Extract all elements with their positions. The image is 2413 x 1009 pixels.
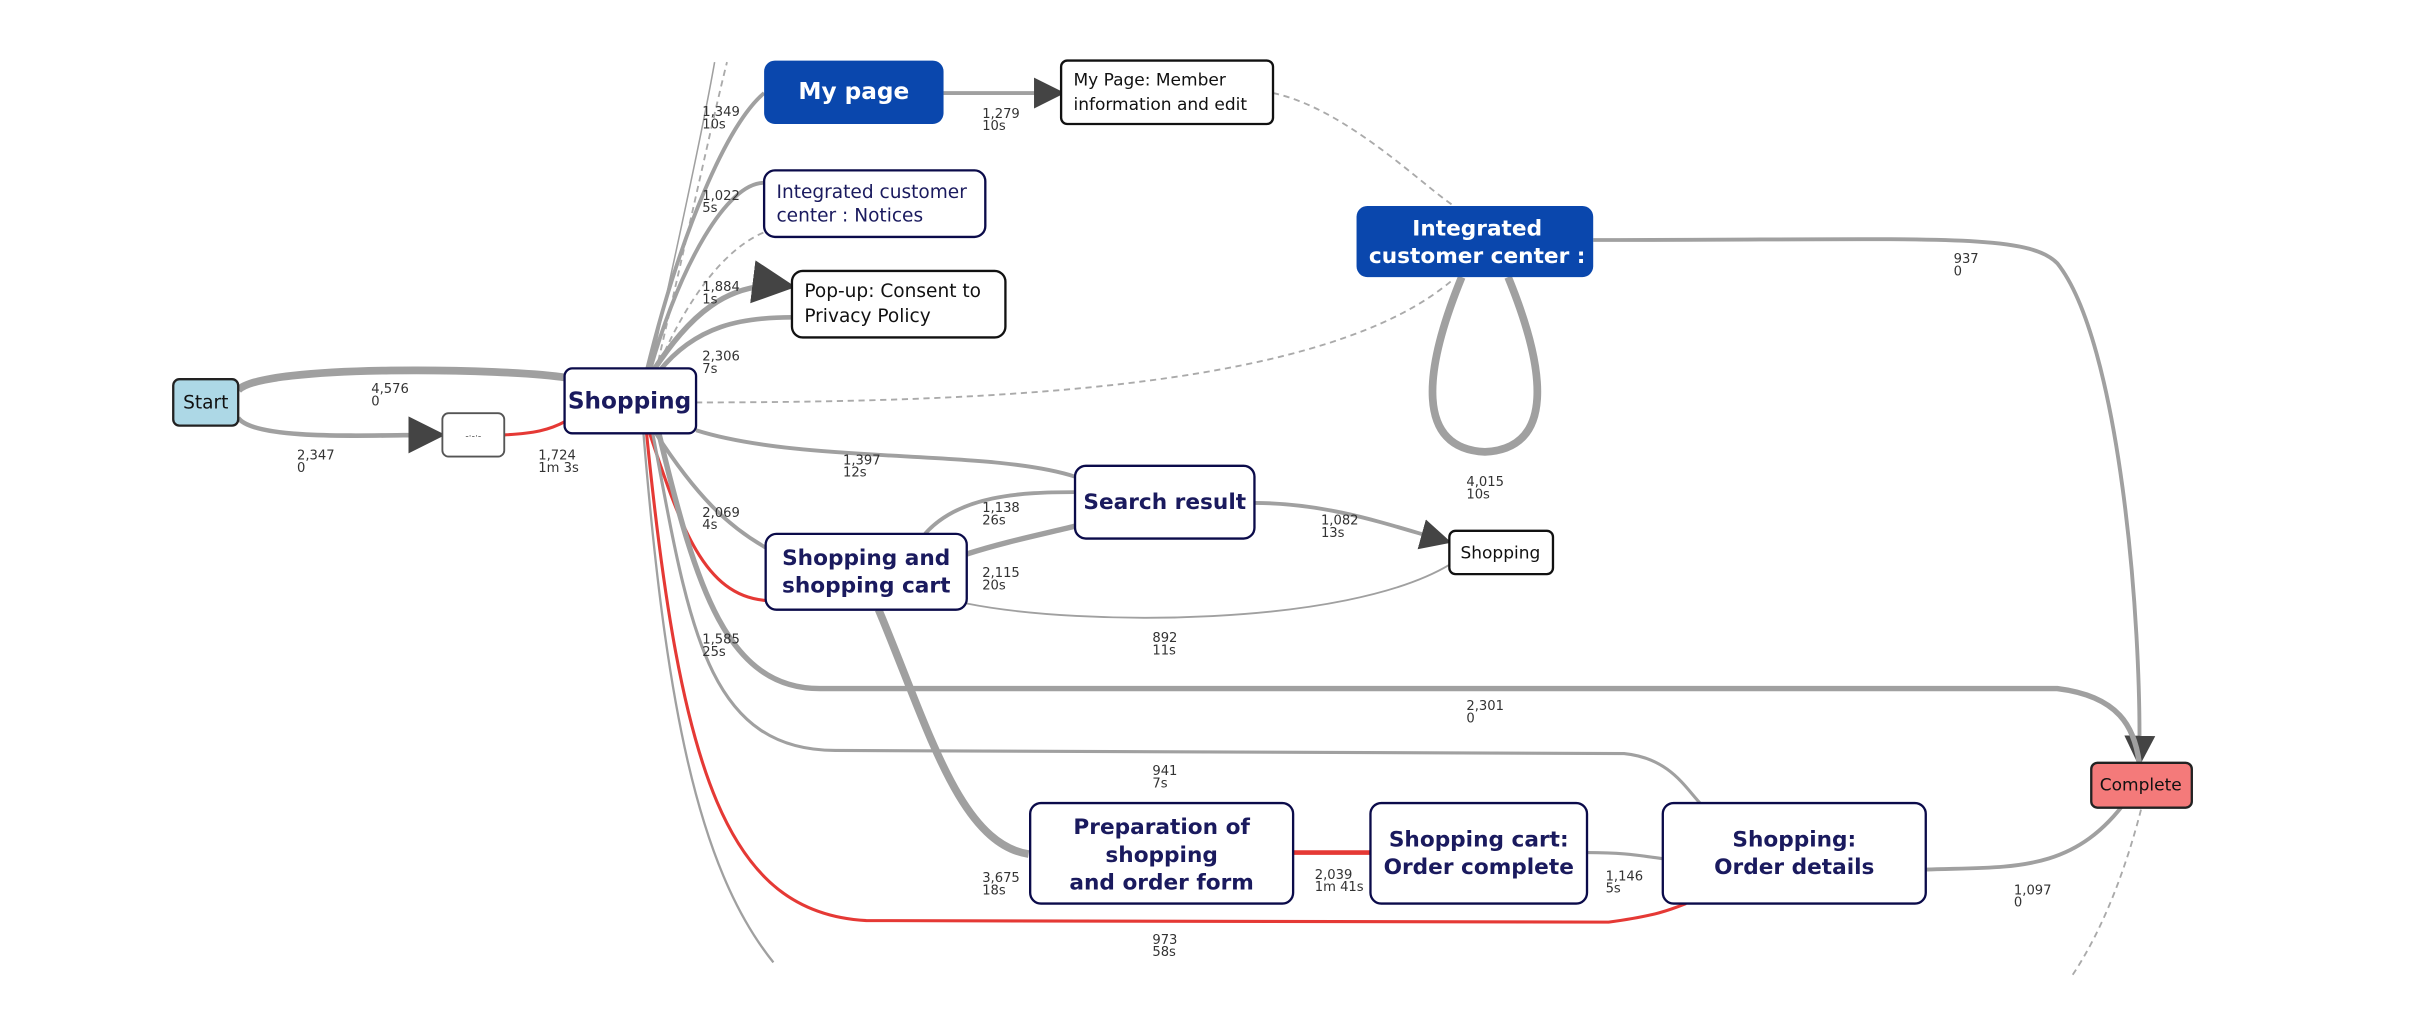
edge-dashed-top[interactable] xyxy=(654,61,728,372)
node-my-page[interactable]: My page xyxy=(764,60,944,124)
edge-cart-shopping2[interactable] xyxy=(966,564,1450,619)
edge-start-shopping[interactable] xyxy=(235,366,567,394)
svg-text:Shopping: Shopping xyxy=(1460,544,1540,564)
svg-text:-·-·-: -·-·- xyxy=(465,432,481,443)
edge-shopping-cart-critical[interactable] xyxy=(648,432,766,602)
svg-text:Complete: Complete xyxy=(2100,776,2182,796)
node-complete[interactable]: Complete xyxy=(2090,761,2193,809)
edge-member-icc[interactable] xyxy=(1272,92,1455,207)
edge-shopping-icc[interactable] xyxy=(696,277,1455,404)
edge-icc-complete[interactable] xyxy=(1593,237,2156,767)
node-hidden[interactable]: -·-·- xyxy=(441,412,506,458)
node-shopping-secondary[interactable]: Shopping xyxy=(1448,529,1555,576)
edge-popup-shopping[interactable] xyxy=(657,315,792,373)
edge-shopping-complete[interactable] xyxy=(656,432,2142,764)
svg-text:My page: My page xyxy=(798,78,909,105)
node-search-result[interactable]: Search result xyxy=(1073,464,1256,540)
edges xyxy=(235,61,2156,976)
edge-shopping-details-critical[interactable] xyxy=(645,433,1687,924)
edge-notices-dashed[interactable] xyxy=(654,231,765,372)
svg-text:Shopping:Order details: Shopping:Order details xyxy=(1714,827,1874,880)
edge-start-hidden[interactable] xyxy=(236,416,446,454)
edge-icc-loop[interactable] xyxy=(1428,275,1542,456)
edge-shopping-search[interactable] xyxy=(695,428,1076,479)
node-start[interactable]: Start xyxy=(172,378,240,427)
edge-details-complete[interactable] xyxy=(1925,798,2129,872)
edge-shopping-out-bottom[interactable] xyxy=(642,433,775,964)
node-shopping[interactable]: Shopping xyxy=(563,367,698,435)
edge-details-shopping[interactable] xyxy=(651,433,1703,806)
edge-shopping-popup[interactable] xyxy=(650,260,796,373)
nodes: Start -·-·- Shopping My page My Page: Me… xyxy=(172,59,2193,905)
node-order-details[interactable]: Shopping:Order details xyxy=(1661,801,1927,905)
edge-cart-prep[interactable] xyxy=(875,608,1030,858)
svg-text:Search result: Search result xyxy=(1083,490,1246,515)
edge-dashed-complete[interactable] xyxy=(2071,804,2144,976)
edge-search-shopping2[interactable] xyxy=(1254,501,1452,550)
edge-search-cart[interactable] xyxy=(965,523,1076,557)
svg-text:Shopping: Shopping xyxy=(568,388,691,415)
node-order-complete[interactable]: Shopping cart:Order complete xyxy=(1369,801,1589,905)
edge-shopping-cart[interactable] xyxy=(654,432,770,552)
edge-hidden-shopping[interactable] xyxy=(504,419,567,437)
edge-ordercomplete-details[interactable] xyxy=(1587,850,1664,861)
edge-shopping-mypage[interactable] xyxy=(644,91,766,372)
edge-shopping-notices[interactable] xyxy=(647,180,765,373)
svg-text:Shopping cart:Order complete: Shopping cart:Order complete xyxy=(1384,827,1574,880)
svg-text:Start: Start xyxy=(183,393,228,414)
edge-cart-search[interactable] xyxy=(923,490,1076,536)
